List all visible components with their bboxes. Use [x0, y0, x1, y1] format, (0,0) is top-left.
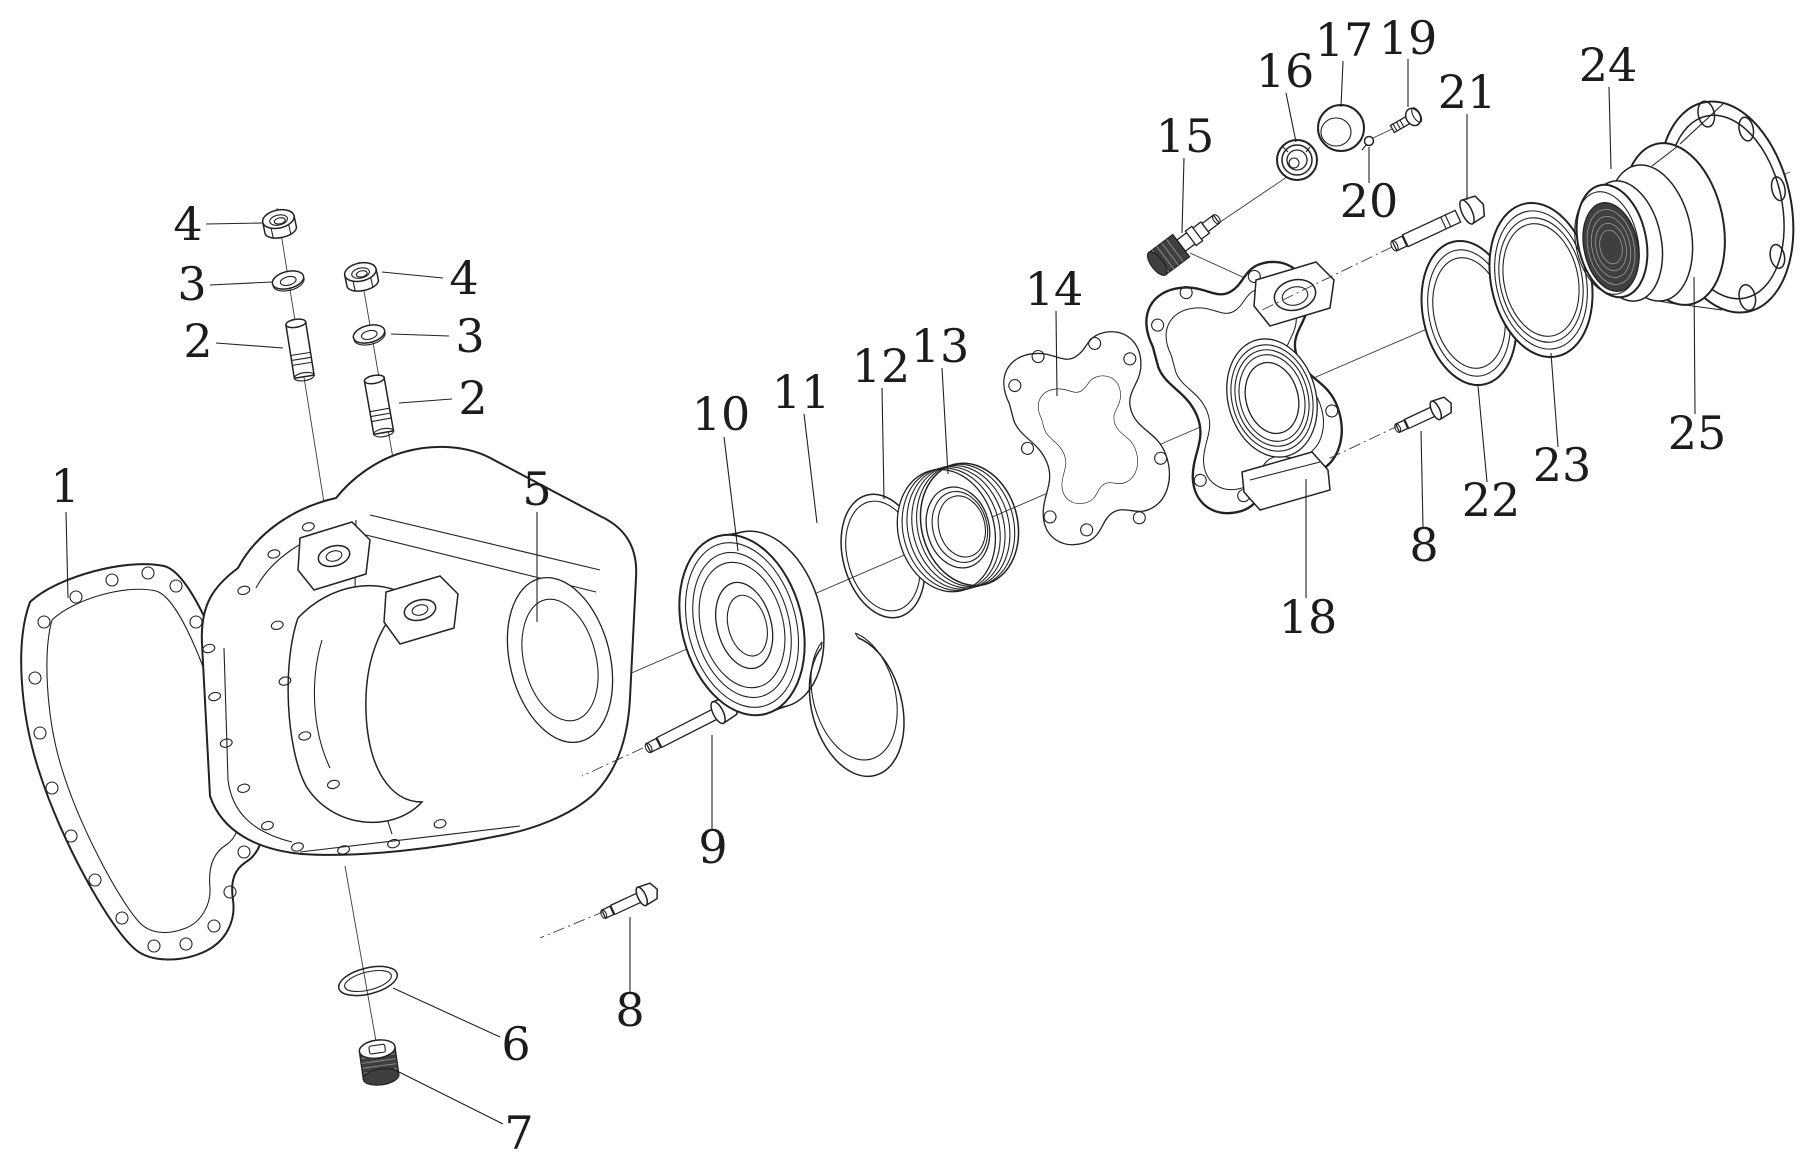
leader-line-11: [803, 413, 818, 524]
callout-number-25: 25: [1668, 406, 1727, 460]
part-2-stud-left: [285, 318, 315, 382]
part-4-nut-right: [343, 261, 380, 292]
bolt9-axis: [581, 747, 644, 777]
cover-bore: [1226, 338, 1318, 458]
part-24-25-output-flange: [1574, 100, 1795, 314]
part-10-bearing: [678, 530, 825, 717]
part-11-snap-ring: [808, 632, 905, 778]
leader-line-22: [1477, 385, 1488, 483]
callout-number-11: 11: [772, 365, 831, 419]
part-14-gasket: [996, 324, 1184, 554]
callout-number-19: 19: [1379, 11, 1438, 65]
leader-line-3: [209, 281, 273, 286]
callout-number-21: 21: [1438, 65, 1497, 119]
part-7-drain-plug: [358, 1039, 400, 1086]
callout-number-15: 15: [1156, 109, 1215, 163]
callout-number-24: 24: [1579, 38, 1638, 92]
leader-line-4: [205, 222, 263, 225]
leader-line-13: [941, 367, 949, 475]
callout-number-3: 3: [177, 257, 206, 311]
part-19-bolt: [1389, 107, 1423, 134]
leader-line-10: [723, 436, 739, 552]
part-21-bolt: [1390, 195, 1486, 252]
callout-number-1: 1: [50, 459, 79, 513]
part-3-washer-left: [271, 270, 305, 292]
callout-number-8: 8: [615, 983, 644, 1037]
callout-number-16: 16: [1256, 44, 1315, 98]
part-8-bolt-left: [600, 882, 658, 920]
leader-line-15: [1181, 157, 1185, 234]
leader-line-24: [1608, 86, 1612, 170]
bolt21-axis: [1257, 246, 1393, 313]
leader-line-16: [1285, 92, 1297, 143]
leader-line-6: [392, 987, 501, 1038]
leader-line-2: [215, 342, 284, 349]
callout-number-9: 9: [698, 820, 727, 874]
part-20-pin: [1361, 135, 1375, 151]
callout-number-2: 2: [183, 314, 212, 368]
flange-splined-bore: [1582, 202, 1640, 292]
callout-number-17: 17: [1315, 13, 1374, 67]
leader-line-14: [1055, 310, 1058, 397]
callout-number-23: 23: [1533, 438, 1592, 492]
part-5-housing: [200, 445, 638, 856]
housing-rear-bore: [506, 576, 614, 744]
part-16-bushing: [1276, 139, 1318, 181]
callout-number-12: 12: [852, 339, 911, 393]
housing-stud-boss-1: [297, 521, 371, 591]
part-6-oring: [337, 965, 399, 997]
housing-stud-boss-2: [383, 575, 459, 645]
callout-number-20: 20: [1340, 174, 1399, 228]
leader-line-1: [65, 511, 69, 599]
part-4-nut-left: [261, 208, 298, 239]
leader-line-23: [1550, 352, 1559, 448]
callout-number-4: 4: [173, 197, 202, 251]
leader-line-2: [398, 398, 453, 404]
leader-line-8: [1420, 430, 1424, 528]
bolt8r-axis: [1327, 424, 1401, 460]
leader-line-7: [390, 1067, 504, 1125]
part-15-speedo-gear: [1146, 214, 1221, 276]
leader-line-3: [390, 333, 450, 337]
part-3-washer-right: [352, 324, 386, 346]
callout-number-14: 14: [1025, 262, 1084, 316]
leader-line-25: [1693, 276, 1696, 415]
callout-number-4: 4: [449, 251, 478, 305]
callout-number-7: 7: [504, 1106, 533, 1159]
part-17-cap: [1317, 104, 1365, 152]
part-13-threaded-collar: [896, 462, 1020, 593]
leader-line-17: [1340, 60, 1344, 108]
callout-number-8: 8: [1409, 518, 1438, 572]
part-8-bolt-right: [1394, 396, 1452, 434]
callout-number-5: 5: [522, 462, 551, 516]
callout-number-10: 10: [692, 387, 751, 441]
callout-number-13: 13: [911, 319, 970, 373]
callout-number-18: 18: [1279, 590, 1338, 644]
cover-foot: [1241, 451, 1331, 511]
callout-number-2: 2: [458, 371, 487, 425]
leader-line-12: [881, 387, 885, 500]
callout-number-22: 22: [1462, 473, 1521, 527]
bolt8l-axis: [539, 910, 606, 939]
cover-speedo-boss: [1253, 261, 1335, 327]
part-2-stud-right: [363, 374, 395, 438]
housing-flange-holes: [202, 522, 447, 855]
callout-number-6: 6: [501, 1017, 530, 1071]
leader-line-4: [381, 271, 444, 279]
part-9-bolt: [644, 695, 738, 754]
part-18-rear-cover: [1136, 252, 1360, 524]
callout-number-3: 3: [455, 309, 484, 363]
